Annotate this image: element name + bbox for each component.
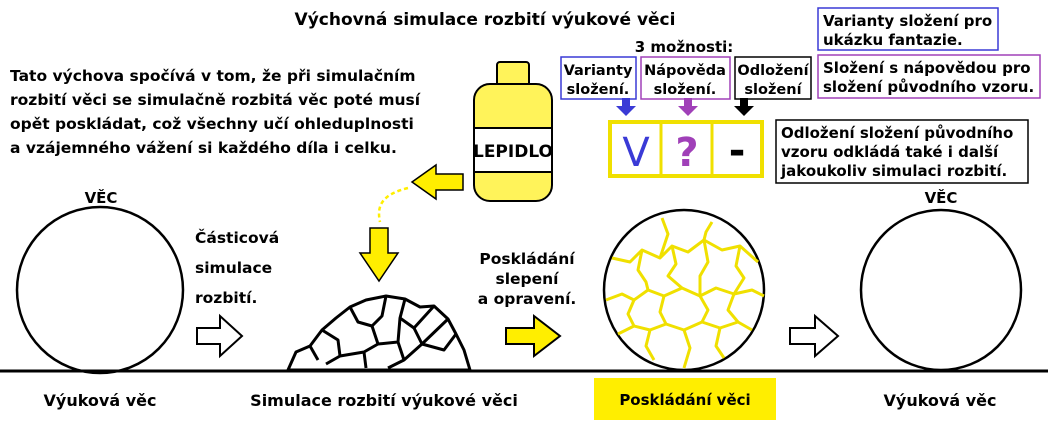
option-label-line: Varianty [564,63,633,79]
option-label-box [734,56,812,100]
bottom-label-assembly: Poskládání věci [619,391,750,409]
note-line: jakoukoliv simulaci rozbití. [780,162,1007,180]
note-line: Odložení složení původního [781,124,1013,142]
note-line: Varianty složení pro [823,12,992,30]
bottom-label-middle: Simulace rozbití výukové věci [250,391,518,410]
thing-circle-right [859,208,1023,372]
intro-text: Tato výchova spočívá v tom, že při simul… [10,67,421,157]
note-box [775,119,1029,184]
options-heading: 3 možnosti: [635,38,734,56]
intro-line: a vzájemného vážení si každého díla i ce… [10,139,397,157]
option-label-box [640,56,731,100]
option-label-line: Odložení [737,63,809,79]
glue-dashed-connector [377,186,409,223]
intro-line: rozbití věci se simulačně rozbitá věc po… [10,91,421,109]
arrow-white-2 [789,313,840,359]
note-variants: Varianty složení pro ukázku fantazie. [817,7,999,51]
glue-bottle: LEPIDLO [473,61,553,202]
option-hint: Nápověda složení. [640,56,731,100]
caption-line: rozbití. [195,289,257,307]
bottom-label-left: Výuková věc [44,391,157,410]
option-postpone: Odložení složení [734,56,812,100]
note-postpone: Odložení složení původního vzoru odkládá… [775,119,1029,184]
caption-line: slepení [495,270,559,288]
bottom-label-right: Výuková věc [884,391,997,410]
option-label-line: složení [744,82,802,98]
thing-label-left: VĚC [85,188,118,207]
arrow-yellow-right [505,313,562,359]
note-line: ukázku fantazie. [823,31,963,49]
crack-lines [605,217,765,369]
particle-caption: Částicová simulace rozbití. [195,228,279,307]
broken-thing-rubble [286,294,472,372]
note-line: složení původního vzoru. [823,78,1034,96]
assembly-caption: Poskládání slepení a opravení. [478,250,577,308]
glue-arrow-down [358,227,400,283]
option-label-box [560,56,637,100]
symbol-postpone: - [729,128,746,174]
option-variants: Varianty složení. [560,56,637,100]
option-label-line: Nápověda [644,63,726,79]
thing-circle-left [15,205,185,375]
thing-label-right: VĚC [925,188,958,207]
symbol-frame [608,120,764,178]
arrow-down-purple [678,98,698,116]
option-label-line: složení. [654,82,717,98]
note-box [817,54,1041,99]
glue-label-box [473,127,553,173]
symbol-hint: ? [675,130,698,176]
note-line: vzoru odkládá také i další [781,143,999,161]
glue-cap [496,61,530,87]
arrow-down-black [734,98,754,116]
assembly-label-box [594,378,776,420]
intro-line: opět poskládat, což všechny učí ohledupl… [10,115,414,133]
caption-line: Částicová [195,228,279,247]
caption-line: Poskládání [479,250,575,268]
option-label-line: složení. [567,82,630,98]
diagram-title: Výchovná simulace rozbití výukové věci [295,10,676,30]
option-symbols: V ? - [608,120,764,178]
arrow-white-1 [196,313,244,359]
cracked-thing [602,208,766,372]
caption-line: simulace [195,259,272,277]
note-box [817,7,999,51]
symbol-variants: V [622,130,650,176]
note-hint: Složení s nápovědou pro složení původníh… [817,54,1041,99]
arrow-down-blue [616,98,636,116]
glue-label: LEPIDLO [473,142,553,162]
note-line: Složení s nápovědou pro [823,59,1031,77]
caption-line: a opravení. [478,290,577,308]
intro-line: Tato výchova spočívá v tom, že při simul… [10,67,416,85]
glue-arrow-left [410,163,464,201]
